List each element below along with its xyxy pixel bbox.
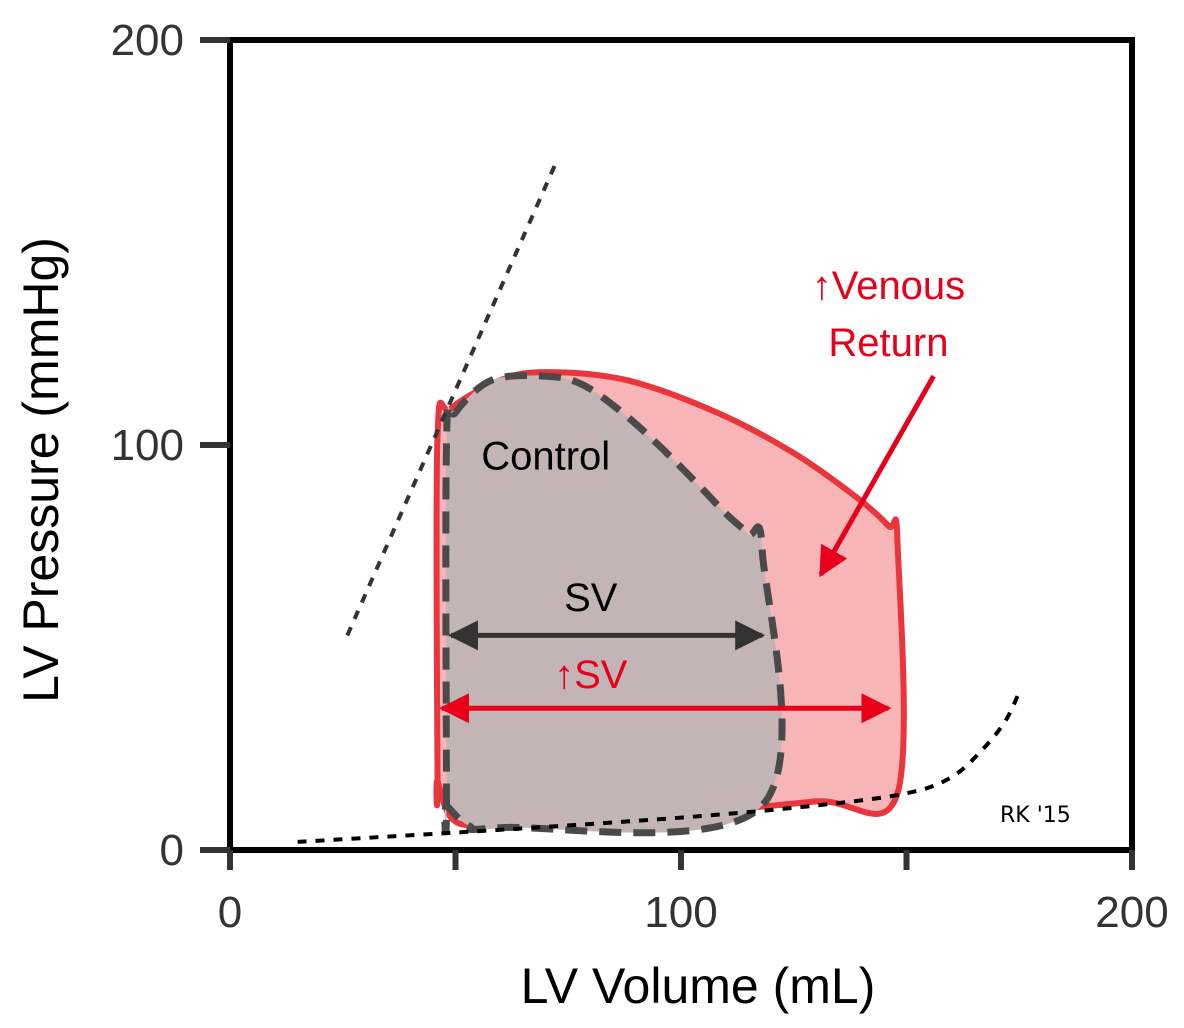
y-tick-label-0: 0 [160,826,184,875]
tick-layer: 0 100 200 0 100 200 [111,16,1169,937]
annotation-sv-label: SV [564,576,618,620]
venous-return-arrow [818,374,936,578]
annotation-return-label: Return [828,321,948,365]
annotation-control-label: Control [481,434,610,478]
x-tick-label-0: 0 [218,888,242,937]
x-tick-label-100: 100 [644,888,717,937]
y-axis-title: LV Pressure (mmHg) [13,237,69,703]
x-tick-label-200: 200 [1095,888,1168,937]
annotation-sv-label: ↑SV [554,653,628,697]
signature-text: RK '15 [1000,803,1071,828]
annotation-venous-label: ↑Venous [812,264,965,308]
x-axis-title: LV Volume (mL) [521,958,876,1014]
y-tick-label-100: 100 [111,421,184,470]
series-espvr-curve [345,164,557,637]
series-edpvr-curve [297,691,1022,844]
y-tick-label-200: 200 [111,16,184,65]
